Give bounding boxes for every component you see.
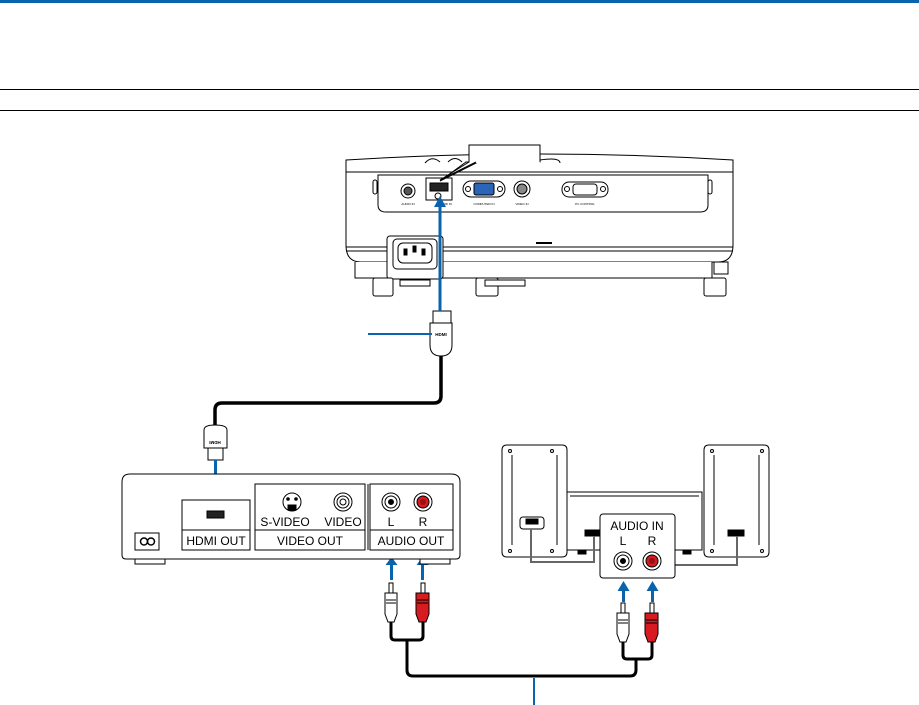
center-left-terminal xyxy=(584,529,600,537)
speaker-right-terminal xyxy=(727,529,745,537)
hdmi-plug-top-connector xyxy=(432,310,452,324)
hdmi-out-label: HDMI OUT xyxy=(186,534,246,548)
rca-plug-red-player xyxy=(415,582,430,623)
audio-out-l-label: L xyxy=(388,515,395,529)
audio-cable xyxy=(384,582,659,678)
hdmi-plug-top-label: HDMI xyxy=(435,332,447,337)
projector-port-panel xyxy=(377,174,709,213)
player-hdmi-out-panel xyxy=(181,499,251,551)
hdmi-plug-bottom-label: HDMI xyxy=(209,440,221,445)
speaker-right xyxy=(703,444,770,558)
hdmi-callout xyxy=(439,144,541,182)
hdmi-plug-top xyxy=(429,322,453,357)
speakers xyxy=(501,444,770,579)
speaker-labels: AUDIO IN L R xyxy=(610,519,663,548)
arrow-to-projector-hdmi xyxy=(438,204,442,311)
projector-port-labels: AUDIO IN HDMI IN COMPUTER IN VIDEO IN PC… xyxy=(401,202,595,206)
power-socket-icon xyxy=(397,242,433,264)
projector xyxy=(345,153,734,297)
audio-in-label: AUDIO IN xyxy=(610,519,663,533)
player-labels: HDMI OUT S-VIDEO VIDEO VIDEO OUT L R AUD… xyxy=(186,515,445,548)
audio-out-label: AUDIO OUT xyxy=(378,534,445,548)
port-label-video-in: VIDEO IN xyxy=(515,202,528,206)
player-audio-out-panel xyxy=(369,483,454,551)
hdmi-cable: HDMI HDMI xyxy=(203,310,453,461)
projector-foot xyxy=(703,277,727,297)
header-rule-top xyxy=(0,89,919,90)
rca-plug-white-speaker xyxy=(616,602,630,643)
header-rule-bottom xyxy=(0,110,919,111)
rca-plug-red-speaker xyxy=(644,602,659,643)
projector-foot xyxy=(372,277,394,297)
header-accent-bar xyxy=(0,0,919,3)
s-video-label: S-VIDEO xyxy=(260,515,309,529)
rca-plug-white-player xyxy=(384,582,398,623)
port-label-audio-in: AUDIO IN xyxy=(401,202,414,206)
hdmi-plug-bottom-connector xyxy=(207,447,224,461)
arrow-up-icon xyxy=(434,196,446,207)
hdmi-plug-bottom xyxy=(203,424,228,449)
audio-in-r-label: R xyxy=(648,534,657,548)
arrow-up-icon xyxy=(385,557,398,565)
audio-in-l-label: L xyxy=(620,534,627,548)
video-out-label: VIDEO OUT xyxy=(277,534,344,548)
speaker-left xyxy=(501,444,568,558)
video-label: VIDEO xyxy=(324,515,361,529)
port-label-pc-control: PC CONTROL xyxy=(575,202,595,206)
audio-out-r-label: R xyxy=(419,515,428,529)
hdmi-out-port xyxy=(206,510,225,519)
port-label-hdmi-in: HDMI IN xyxy=(440,202,452,206)
arrow-up-icon xyxy=(646,581,659,591)
video-player xyxy=(121,473,461,565)
arrow-up-icon xyxy=(617,581,630,591)
port-label-computer-in: COMPUTER IN xyxy=(474,202,495,206)
